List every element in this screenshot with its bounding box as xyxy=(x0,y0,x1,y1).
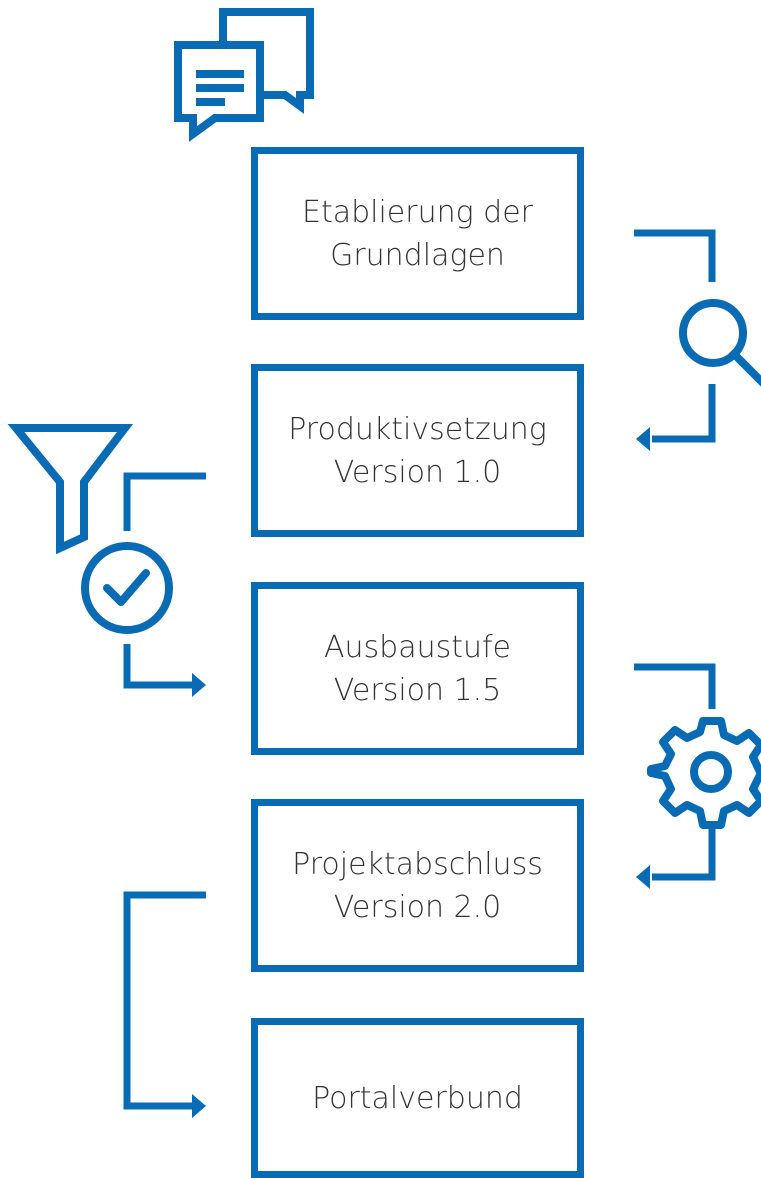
chat-bubbles-icon xyxy=(174,8,314,142)
step-5-line-1: Portalverbund xyxy=(312,1081,523,1116)
connector-right-1-2 xyxy=(634,229,716,451)
connector-left-4-5 xyxy=(123,891,206,1118)
step-1-line-1: Etablierung der xyxy=(301,194,533,230)
connector-right-3-4 xyxy=(634,663,716,889)
magnifier-icon xyxy=(679,299,761,387)
step-1-line-2: Grundlagen xyxy=(330,237,505,273)
filter-icon xyxy=(7,424,134,555)
step-box-4: Projektabschluss Version 2.0 xyxy=(251,799,584,972)
step-4-line-2: Version 2.0 xyxy=(333,889,502,925)
step-box-2: Produktivsetzung Version 1.0 xyxy=(251,364,584,537)
check-circle-icon xyxy=(81,542,173,634)
connector-left-2-3 xyxy=(123,472,206,697)
step-3-line-1: Ausbaustufe xyxy=(323,629,512,665)
step-2-line-2: Version 1.0 xyxy=(333,454,502,490)
gear-icon xyxy=(647,717,761,829)
step-2-line-1: Produktivsetzung xyxy=(288,411,547,447)
step-box-3: Ausbaustufe Version 1.5 xyxy=(251,582,584,755)
step-box-1: Etablierung der Grundlagen xyxy=(251,147,584,320)
step-box-5: Portalverbund xyxy=(251,1018,584,1178)
step-4-line-1: Projektabschluss xyxy=(292,846,543,882)
step-3-line-2: Version 1.5 xyxy=(333,672,502,708)
